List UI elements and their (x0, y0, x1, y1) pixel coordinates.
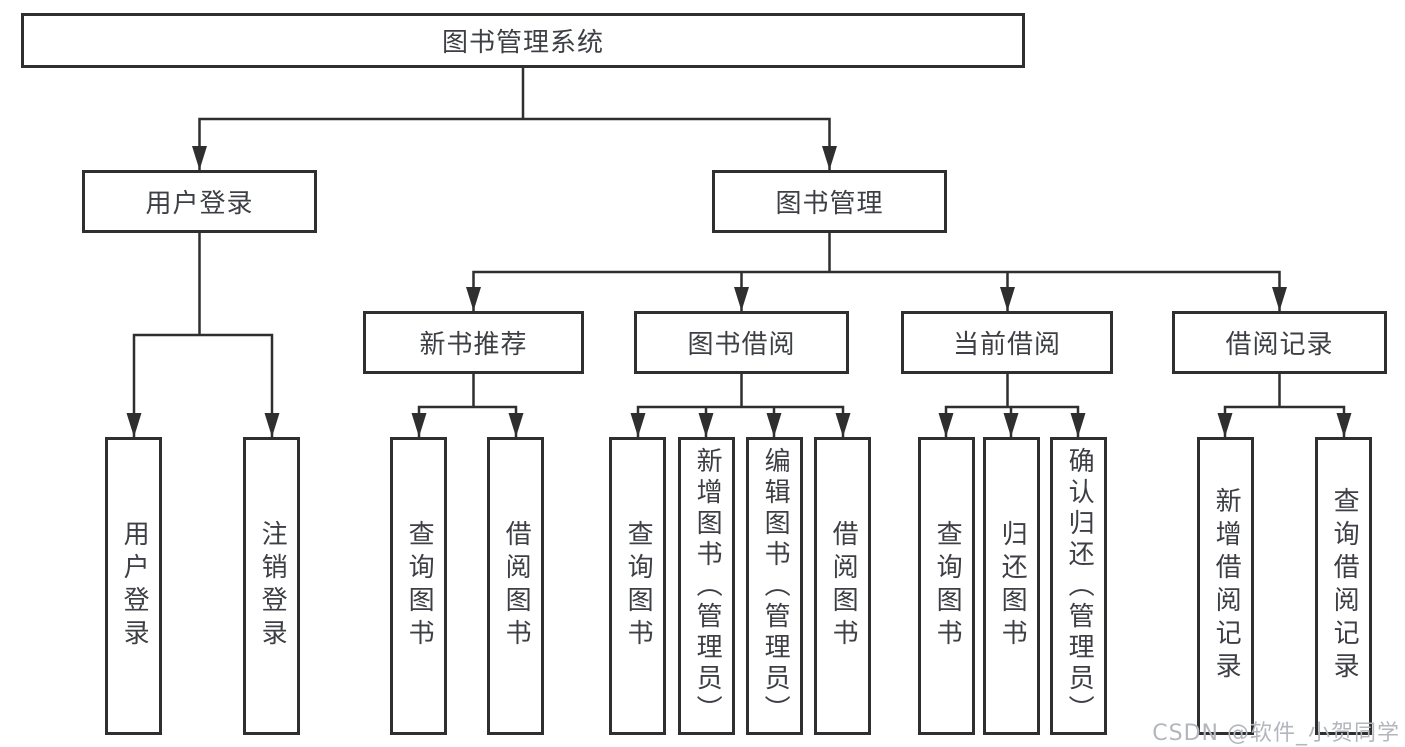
leaf-label: 查询图书 (932, 520, 963, 652)
watermark: CSDN @软件_小贺同学 (1152, 721, 1400, 746)
leaf-return-books: 归还图书 (983, 437, 1040, 735)
leaf-label: 新增借阅记录 (1211, 487, 1242, 685)
leaf-label: 用户登录 (119, 520, 150, 652)
leaf-label: 编辑图书（管理员） (760, 446, 791, 726)
leaf-query-books-current: 查询图书 (918, 437, 975, 735)
leaf-label: 借阅图书 (828, 520, 859, 652)
node-current-borrow: 当前借阅 (901, 311, 1113, 374)
leaf-borrow-books: 借阅图书 (814, 437, 871, 735)
leaf-query-borrow-record: 查询借阅记录 (1315, 437, 1372, 735)
leaf-confirm-return-admin: 确认归还（管理员） (1050, 437, 1107, 735)
node-book-management: 图书管理 (712, 170, 947, 233)
leaf-label: 查询图书 (404, 520, 435, 652)
node-new-book-recommend: 新书推荐 (363, 311, 584, 374)
node-user-login: 用户登录 (82, 170, 317, 233)
leaf-add-borrow-record: 新增借阅记录 (1197, 437, 1254, 735)
leaf-edit-book-admin: 编辑图书（管理员） (746, 437, 803, 735)
leaf-label: 确认归还（管理员） (1064, 446, 1095, 726)
leaf-borrow-books-recommend: 借阅图书 (487, 437, 544, 735)
leaf-query-books-recommend: 查询图书 (390, 437, 447, 735)
leaf-query-books-borrow: 查询图书 (609, 437, 666, 735)
leaf-logout: 注销登录 (243, 437, 300, 735)
leaf-label: 注销登录 (257, 520, 288, 652)
leaf-label: 借阅图书 (501, 520, 532, 652)
leaf-user-login: 用户登录 (105, 437, 162, 735)
node-book-borrow: 图书借阅 (634, 311, 849, 374)
node-borrow-record: 借阅记录 (1172, 311, 1387, 374)
leaf-add-book-admin: 新增图书（管理员） (678, 437, 735, 735)
leaf-label: 新增图书（管理员） (692, 446, 723, 726)
leaf-label: 查询图书 (623, 520, 654, 652)
leaf-label: 归还图书 (997, 520, 1028, 652)
node-root: 图书管理系统 (21, 13, 1025, 68)
leaf-label: 查询借阅记录 (1329, 487, 1360, 685)
